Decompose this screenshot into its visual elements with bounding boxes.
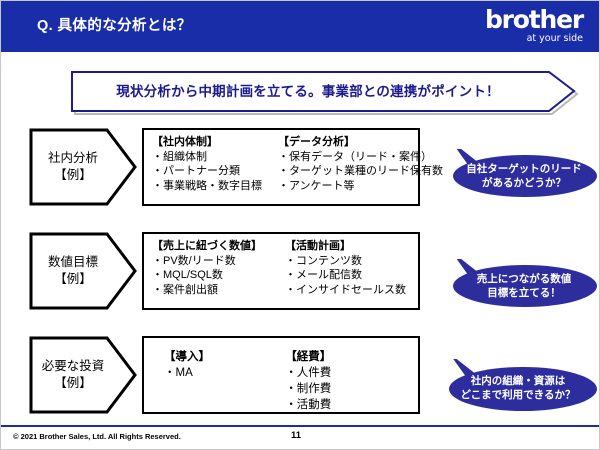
page-number: 11 <box>291 430 302 441</box>
header-underline <box>1 49 599 52</box>
stage-label-line2: 【例】 <box>54 272 92 286</box>
stage-label-line1: 社内分析 <box>47 151 98 165</box>
footer-divider <box>1 425 599 427</box>
stage-pentagon-3: 必要な投資 【例】 <box>29 336 137 414</box>
callout-shape <box>453 259 597 307</box>
column-item: ・MQL/SQL数 <box>152 269 223 281</box>
banner-chevron-shape <box>71 71 579 115</box>
pentagon-shape <box>29 336 137 414</box>
column-heading: 【導入】 <box>164 351 210 363</box>
stage-label-line1: 数値目標 <box>47 255 98 269</box>
column-item: ・ターゲット業種のリード保有数 <box>278 165 443 177</box>
detail-box-1: 【社内体制】 ・組織体制 ・パートナー分類 ・事業戦略・数字目標 【データ分析】… <box>142 128 443 206</box>
detail-column-right-3: 【経費】 ・人件費 ・制作費 ・活動費 <box>285 349 418 412</box>
brother-tagline: at your side <box>526 33 583 44</box>
stage-label-2: 数値目標 【例】 <box>29 232 117 310</box>
callout-bubble-1: 自社ターゲットのリード があるかどうか？ <box>449 149 599 201</box>
banner-text: 現状分析から中期計画を立てる。事業部との連携がポイント！ <box>116 84 500 99</box>
column-heading: 【活動計画】 <box>285 240 351 252</box>
detail-column-left-2: 【売上に紐づく数値】 ・PV数/リード数 ・MQL/SQL数 ・案件創出額 <box>152 239 285 308</box>
callout-bubble-3: 社内の組織・資源は どこまで利用できるか？ <box>443 359 597 411</box>
stage-label-line2: 【例】 <box>54 168 92 182</box>
footer-copyright: © 2021 Brother Sales, Ltd. All Rights Re… <box>13 432 181 441</box>
callout-shape <box>449 359 597 411</box>
callout-line2: どこまで利用できるか？ <box>460 389 576 401</box>
column-heading: 【経費】 <box>285 351 332 363</box>
callout-line2: 目標を立てる！ <box>487 287 561 299</box>
detail-box-2: 【売上に紐づく数値】 ・PV数/リード数 ・MQL/SQL数 ・案件創出額 【活… <box>142 232 420 310</box>
callout-shape <box>453 149 597 197</box>
pentagon-shape <box>29 232 137 310</box>
column-heading: 【社内体制】 <box>152 136 218 148</box>
stage-pentagon-2: 数値目標 【例】 <box>29 232 137 310</box>
column-item: ・アンケート等 <box>278 179 355 192</box>
detail-column-left-3: 【導入】 ・MA <box>164 349 285 412</box>
column-heading: 【データ分析】 <box>278 136 355 148</box>
column-item: ・人件費 <box>285 367 332 379</box>
detail-column-right-1: 【データ分析】 ・保有データ（リード・案件） ・ターゲット業種のリード保有数 ・… <box>278 135 443 204</box>
column-item: ・パートナー分類 <box>152 165 240 177</box>
pentagon-shape <box>29 128 137 206</box>
column-item: ・コンテンツ数 <box>285 254 362 267</box>
stage-pentagon-1: 社内分析 【例】 <box>29 128 137 206</box>
column-item: ・事業戦略・数字目標 <box>152 179 262 192</box>
stage-label-line2: 【例】 <box>54 376 92 390</box>
header-bar <box>1 1 599 49</box>
callout-bubble-2: 売上につながる数値 目標を立てる！ <box>449 259 599 311</box>
stage-label-line1: 必要な投資 <box>41 359 105 373</box>
stage-label-1: 社内分析 【例】 <box>29 128 117 206</box>
callout-text-1: 自社ターゲットのリード があるかどうか？ <box>455 162 593 190</box>
column-item: ・保有データ（リード・案件） <box>278 150 432 163</box>
column-item: ・PV数/リード数 <box>152 254 236 267</box>
column-heading: 【売上に紐づく数値】 <box>152 240 262 252</box>
brother-logo: brother at your side <box>465 5 584 47</box>
column-item: ・メール配信数 <box>285 269 362 281</box>
column-item: ・MA <box>164 367 193 379</box>
page-title: Q. 具体的な分析とは？ <box>37 18 192 34</box>
column-item: ・案件創出額 <box>152 283 218 296</box>
column-item: ・組織体制 <box>152 150 207 163</box>
callout-line1: 売上につながる数値 <box>476 273 572 285</box>
stage-label-3: 必要な投資 【例】 <box>29 336 117 414</box>
detail-box-3: 【導入】 ・MA 【経費】 ・人件費 ・制作費 ・活動費 <box>142 336 420 414</box>
key-message-banner: 現状分析から中期計画を立てる。事業部との連携がポイント！ <box>69 69 579 115</box>
column-item: ・制作費 <box>285 383 332 395</box>
callout-line1: 自社ターゲットのリード <box>466 163 582 175</box>
callout-text-2: 売上につながる数値 目標を立てる！ <box>455 272 593 300</box>
brother-wordmark: brother <box>484 5 584 34</box>
callout-line2: があるかどうか？ <box>482 177 566 189</box>
column-item: ・インサイドセールス数 <box>285 283 406 296</box>
detail-column-right-2: 【活動計画】 ・コンテンツ数 ・メール配信数 ・インサイドセールス数 <box>285 239 418 308</box>
column-item: ・活動費 <box>285 399 332 411</box>
callout-line1: 社内の組織・資源は <box>470 375 566 387</box>
callout-text-3: 社内の組織・資源は どこまで利用できるか？ <box>449 374 587 402</box>
detail-column-left-1: 【社内体制】 ・組織体制 ・パートナー分類 ・事業戦略・数字目標 <box>152 135 278 204</box>
